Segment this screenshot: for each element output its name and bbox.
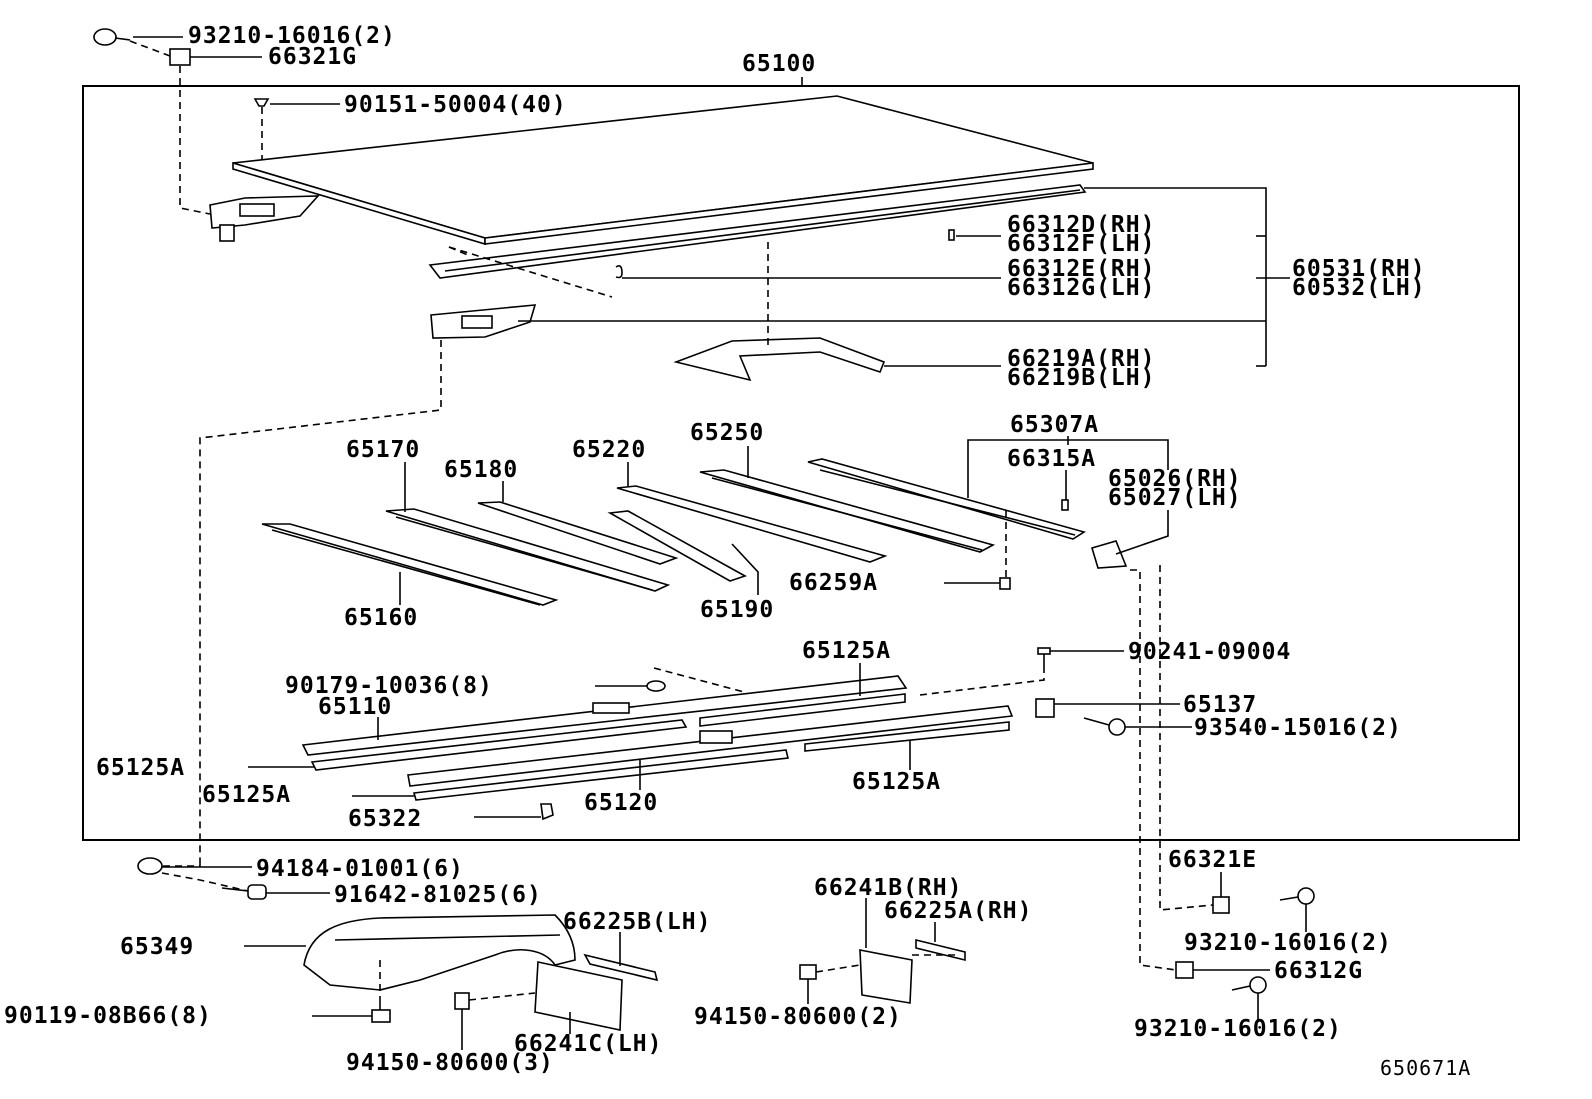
label-66321E: 66321E (1168, 847, 1257, 873)
mudguard-65349-part (303, 914, 576, 991)
label-93210-right1: 93210-16016(2) (1184, 930, 1392, 956)
label-65125A-right: 65125A (852, 769, 941, 795)
clip-65137-part (1035, 698, 1055, 718)
label-91642: 91642-81025(6) (334, 882, 542, 908)
label-66225A: 66225A(RH) (884, 898, 1032, 924)
label-65027: 65027(LH) (1108, 485, 1242, 511)
bracket-66225A-part (915, 938, 966, 962)
label-diagram-code: 650671A (1380, 1056, 1471, 1080)
label-65170: 65170 (346, 437, 420, 463)
label-65349: 65349 (120, 934, 194, 960)
label-93540: 93540-15016(2) (1194, 715, 1402, 741)
label-90179: 90179-10036(8) (285, 673, 493, 699)
label-65220: 65220 (572, 437, 646, 463)
screw-90151-part (253, 98, 270, 107)
label-90241: 90241-09004 (1128, 639, 1291, 665)
label-65125A-left: 65125A (96, 755, 185, 781)
bolt-90119-part (371, 998, 391, 1023)
mudflap-66241C-part (534, 961, 623, 1031)
label-66219B: 66219B(LH) (1007, 365, 1155, 391)
bearer-65125A-top-part (592, 693, 906, 727)
label-60531: 60531(RH) (1292, 256, 1426, 282)
label-65125A-left2: 65125A (202, 782, 291, 808)
label-65190: 65190 (700, 597, 774, 623)
label-66259A: 66259A (789, 570, 878, 596)
label-65180: 65180 (444, 457, 518, 483)
label-65110: 65110 (318, 694, 392, 720)
bolt-91642-part (221, 884, 267, 900)
bolt-93540-part (1083, 717, 1126, 736)
label-65120: 65120 (584, 790, 658, 816)
label-66225B: 66225B(LH) (563, 909, 711, 935)
bracket-65026-part (1091, 540, 1128, 569)
bearer-65125A-right-part (804, 721, 1010, 752)
label-66312E: 66312E(RH) (1007, 256, 1155, 282)
bolt-90241-part (1037, 647, 1051, 666)
label-94184: 94184-01001(6) (256, 856, 464, 882)
sub-frame-part (673, 337, 886, 382)
label-65100: 65100 (742, 51, 816, 77)
label-65125A-top: 65125A (802, 638, 891, 664)
corner-bracket-part (209, 195, 320, 242)
label-65322: 65322 (348, 806, 422, 832)
label-93210-right2: 93210-16016(2) (1134, 1016, 1342, 1042)
nut-66321G-part (169, 48, 191, 66)
label-66241C: 66241C(LH) (514, 1031, 662, 1057)
label-90151: 90151-50004(40) (344, 92, 567, 118)
crossmember-65180-part (477, 501, 679, 565)
label-90119: 90119-08B66(8) (4, 1003, 212, 1029)
label-66219A: 66219A(RH) (1007, 346, 1155, 372)
bolt-93210-top-part (93, 28, 131, 46)
label-94150-right: 94150-80600(2) (694, 1004, 902, 1030)
crossmember-65190-part (607, 510, 747, 582)
label-66241B: 66241B(RH) (814, 875, 962, 901)
bolt-93210-right-part (1279, 887, 1315, 905)
assembly-frame (82, 85, 1520, 841)
label-93210-top: 93210-16016(2) (188, 23, 396, 49)
crossmember-65307A-part (807, 458, 1086, 540)
side-rail-part (428, 184, 1087, 279)
crossmember-65160-part (261, 523, 559, 606)
mid-bracket-part (430, 304, 537, 339)
nut-66321E-part (1212, 896, 1230, 914)
label-66312F: 66312F(LH) (1007, 231, 1155, 257)
label-66312D: 66312D(RH) (1007, 212, 1155, 238)
sill-65120-part (407, 705, 1014, 801)
label-66312G-lh: 66312G(LH) (1007, 275, 1155, 301)
label-60532: 60532(LH) (1292, 275, 1426, 301)
label-65250: 65250 (690, 420, 764, 446)
label-65160: 65160 (344, 605, 418, 631)
crossmember-65220-part (616, 485, 888, 563)
label-66312G-bottom: 66312G (1274, 958, 1363, 984)
bracket-66225B-part (583, 953, 659, 982)
nut-94184-part (137, 857, 163, 875)
label-65026: 65026(RH) (1108, 466, 1242, 492)
sill-65110-part (301, 675, 908, 771)
label-94150-left: 94150-80600(3) (346, 1050, 554, 1076)
label-65137: 65137 (1183, 692, 1257, 718)
label-66315A: 66315A (1007, 446, 1096, 472)
label-66321G: 66321G (268, 44, 357, 70)
nut-66312G-part (1175, 961, 1194, 979)
spacer-66259A-part (999, 577, 1011, 590)
crossmember-65250-part (699, 469, 996, 553)
deck-board-part (232, 95, 1094, 246)
bolt-93210-right2-part (1231, 976, 1267, 994)
label-65307A: 65307A (1010, 412, 1099, 438)
mudflap-66241B-part (859, 949, 913, 1004)
